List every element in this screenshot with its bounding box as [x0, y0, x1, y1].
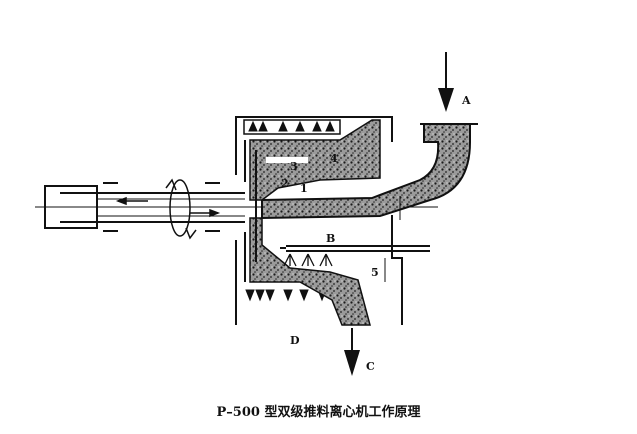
label-2: 2 — [281, 177, 289, 190]
rotation-arrow-icon — [165, 178, 197, 240]
label-c: C — [366, 360, 375, 373]
cake-lower — [249, 217, 371, 326]
label-4: 4 — [330, 152, 338, 165]
feed-arrow-icon — [438, 52, 454, 112]
figure-caption: P–500 型双级推料离心机工作原理 — [216, 405, 421, 420]
discharge-arrow-icon — [344, 328, 360, 376]
feed-pipe — [261, 123, 471, 220]
label-b: B — [326, 232, 335, 245]
label-a: A — [461, 94, 471, 107]
label-1: 1 — [300, 182, 308, 195]
pusher-plate — [244, 140, 430, 282]
label-5: 5 — [371, 266, 379, 279]
casing — [235, 116, 403, 325]
label-d: D — [290, 334, 300, 347]
wash-spray — [283, 253, 333, 267]
label-3: 3 — [290, 160, 298, 173]
top-nozzles — [243, 119, 341, 135]
push-arrows-icon — [115, 196, 221, 218]
